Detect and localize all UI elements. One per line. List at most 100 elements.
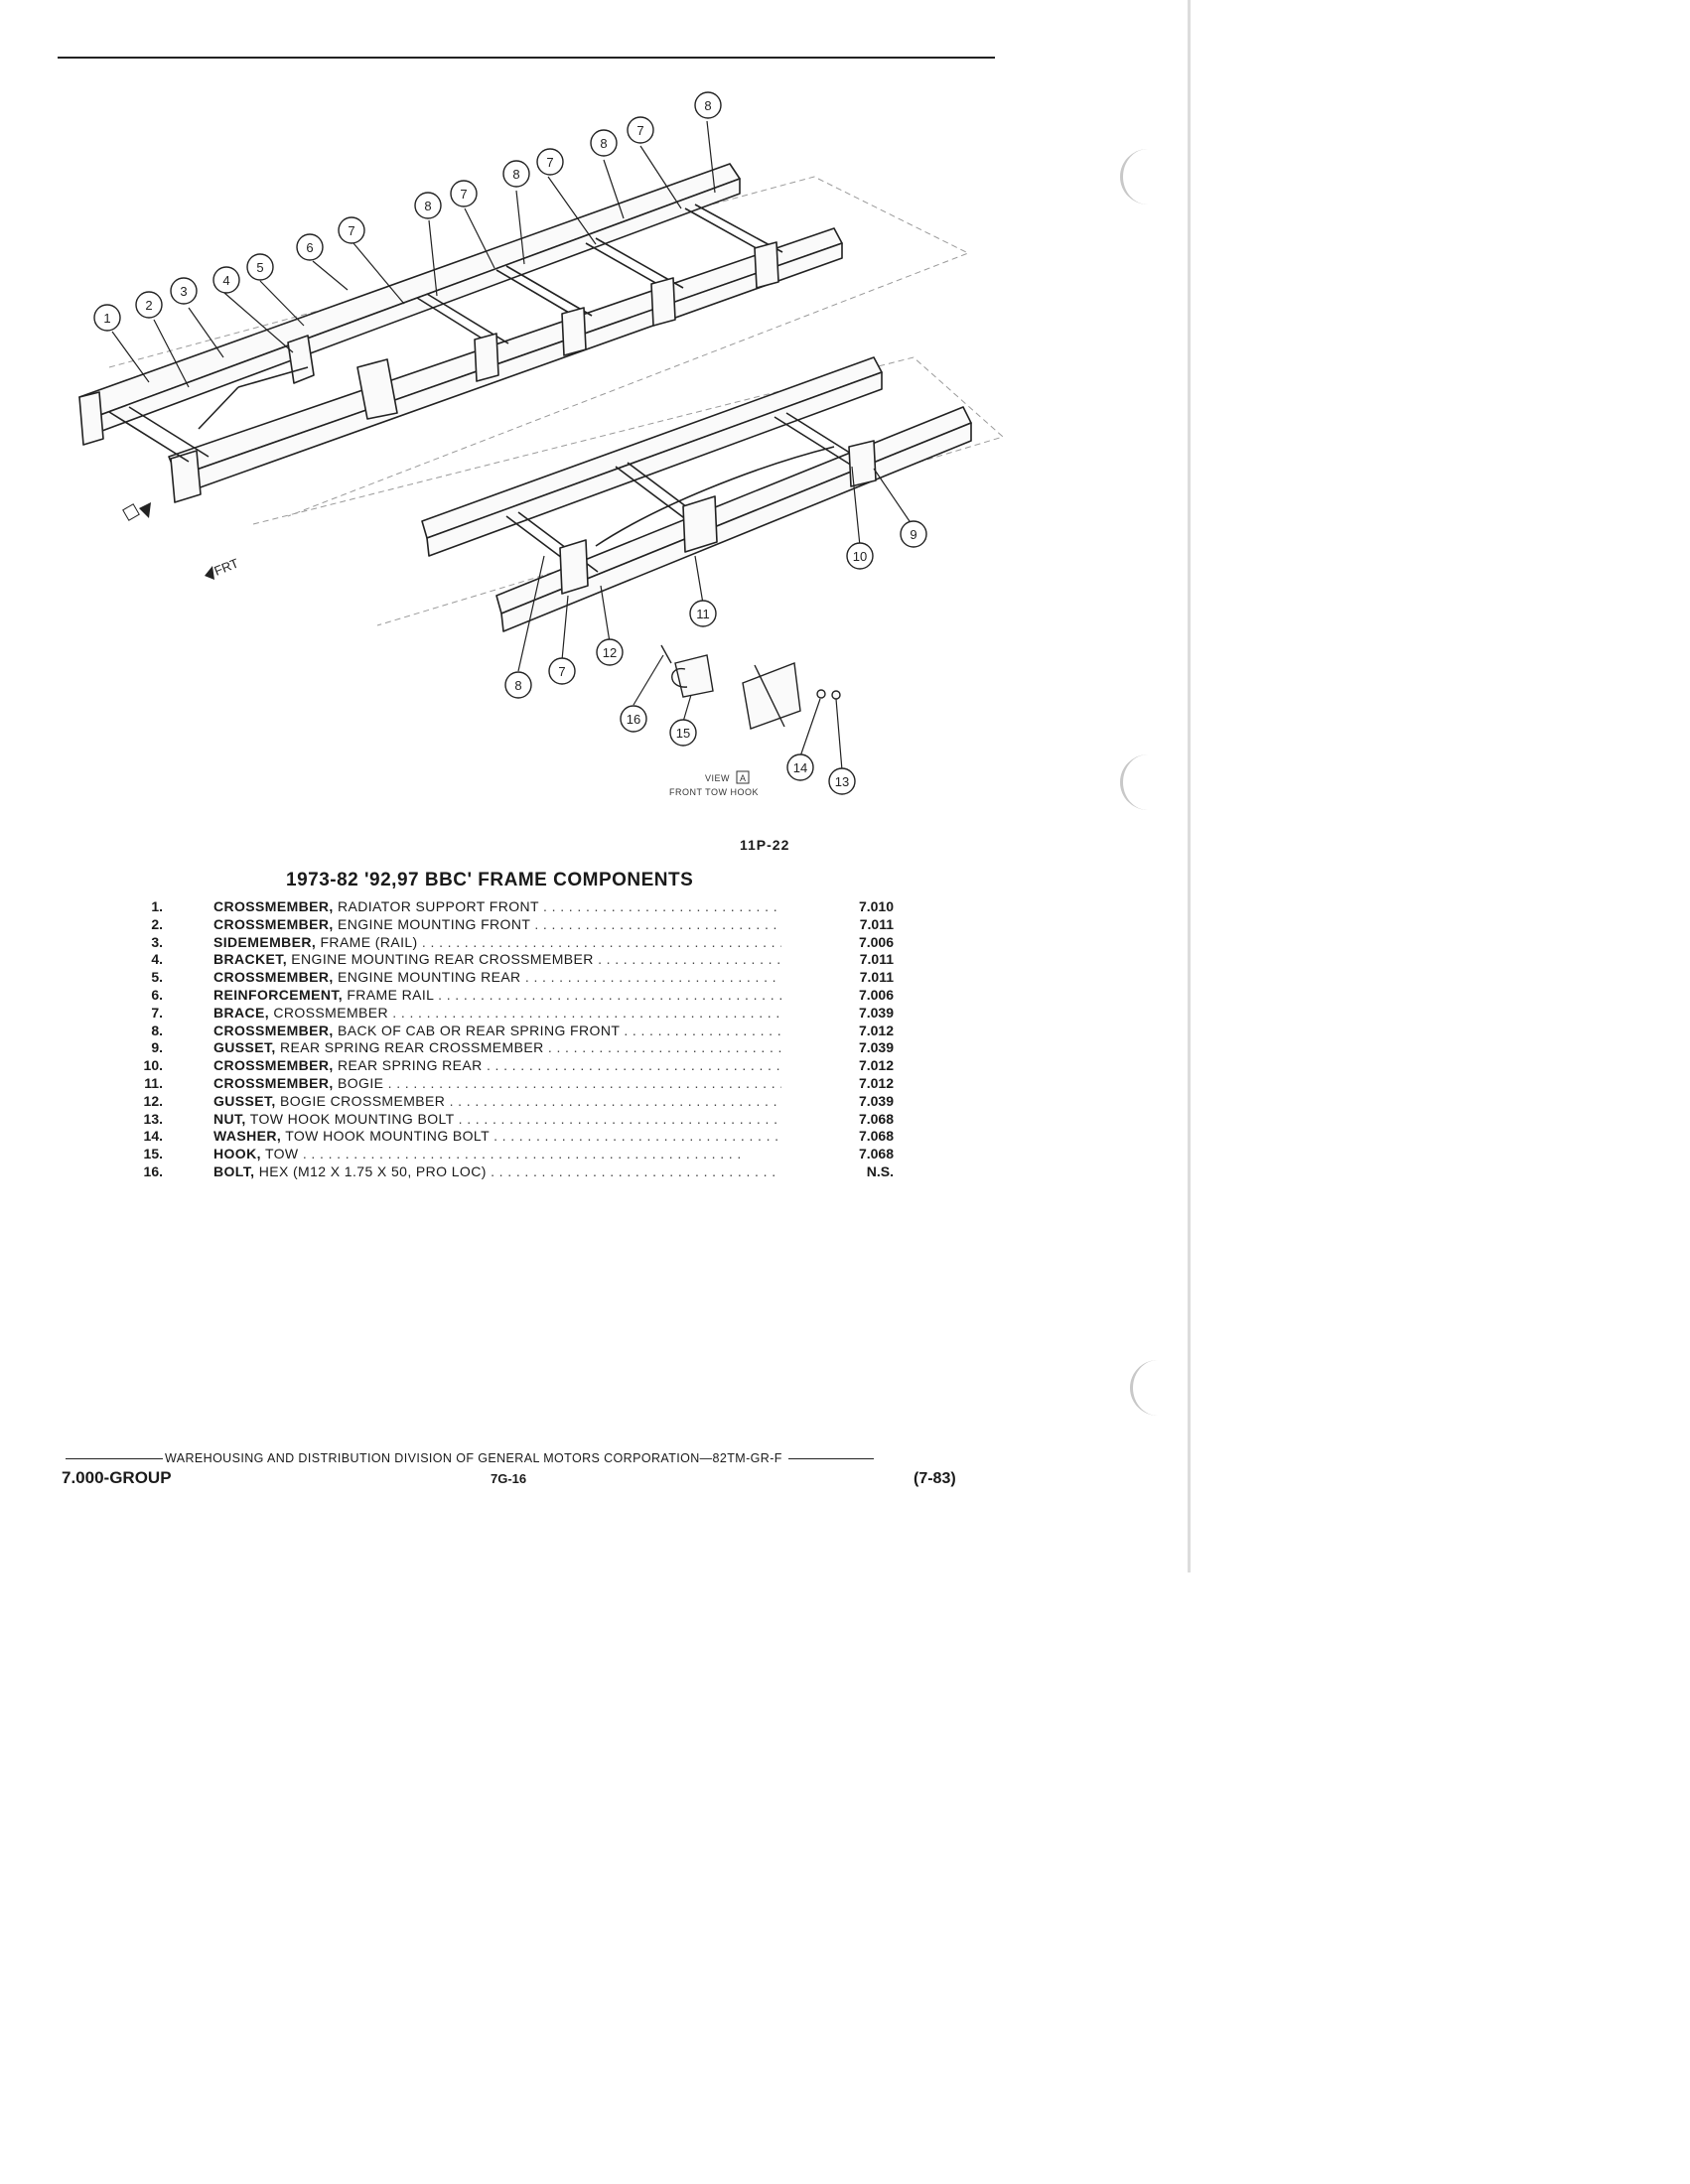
part-detail: BOGIE <box>338 1074 384 1091</box>
callout-num: 8 <box>514 678 521 693</box>
part-description: CROSSMEMBER, REAR SPRING REAR . . . . . … <box>213 1057 781 1075</box>
callout-7 <box>536 148 564 176</box>
part-row: 3.SIDEMEMBER, FRAME (RAIL) . . . . . . .… <box>119 934 894 952</box>
leader-dots: . . . . . . . . . . . . . . . . . . . . … <box>598 951 781 968</box>
part-reference: 7.039 <box>858 1092 894 1109</box>
part-row: 13.NUT, TOW HOOK MOUNTING BOLT . . . . .… <box>119 1111 894 1129</box>
part-row: 8.CROSSMEMBER, BACK OF CAB OR REAR SPRIN… <box>119 1023 894 1040</box>
part-reference: 7.039 <box>858 1004 894 1021</box>
callout-num: 7 <box>636 123 643 138</box>
part-name: CROSSMEMBER, <box>213 969 334 986</box>
front-arrow-icon <box>205 566 214 580</box>
leader-dots: . . . . . . . . . . . . . . . . . . . . … <box>421 933 781 950</box>
callout-5 <box>246 253 274 281</box>
callout-num: 8 <box>704 98 711 113</box>
callout-8 <box>504 671 532 699</box>
lower-frame <box>421 356 972 632</box>
part-row: 14.WASHER, TOW HOOK MOUNTING BOLT . . . … <box>119 1128 894 1146</box>
part-detail: TOW HOOK MOUNTING BOLT <box>285 1128 490 1145</box>
part-description: REINFORCEMENT, FRAME RAIL . . . . . . . … <box>213 987 781 1005</box>
part-reference: 7.006 <box>858 986 894 1003</box>
callout-num: 7 <box>348 223 354 238</box>
top-rule <box>58 57 995 59</box>
view-arrow-icon <box>139 502 151 518</box>
part-description: NUT, TOW HOOK MOUNTING BOLT . . . . . . … <box>213 1111 781 1129</box>
part-row: 10.CROSSMEMBER, REAR SPRING REAR . . . .… <box>119 1057 894 1075</box>
part-number: 1. <box>151 898 163 914</box>
part-name: CROSSMEMBER, <box>213 898 334 914</box>
part-description: CROSSMEMBER, BOGIE . . . . . . . . . . .… <box>213 1075 781 1093</box>
parts-list: 1.CROSSMEMBER, RADIATOR SUPPORT FRONT . … <box>119 898 894 1181</box>
part-name: CROSSMEMBER, <box>213 1022 334 1038</box>
callout-num: 8 <box>600 136 607 151</box>
leader-lines <box>111 120 915 771</box>
view-word: VIEW <box>705 773 730 783</box>
part-reference: 7.006 <box>858 933 894 950</box>
part-reference: 7.010 <box>858 898 894 914</box>
part-detail: BACK OF CAB OR REAR SPRING FRONT <box>338 1022 621 1038</box>
part-name: CROSSMEMBER, <box>213 1057 334 1074</box>
callout-num: 5 <box>256 260 263 275</box>
leader-dots: . . . . . . . . . . . . . . . . . . . . … <box>547 1039 781 1056</box>
part-description: SIDEMEMBER, FRAME (RAIL) . . . . . . . .… <box>213 934 781 952</box>
callout-num: 16 <box>627 712 640 727</box>
part-reference: 7.011 <box>859 915 894 932</box>
part-number: 2. <box>151 915 163 932</box>
part-detail: TOW HOOK MOUNTING BOLT <box>249 1110 455 1127</box>
part-row: 5.CROSSMEMBER, ENGINE MOUNTING REAR . . … <box>119 969 894 987</box>
part-row: 9.GUSSET, REAR SPRING REAR CROSSMEMBER .… <box>119 1039 894 1057</box>
part-name: CROSSMEMBER, <box>213 1074 334 1091</box>
part-description: BOLT, HEX (M12 X 1.75 X 50, PRO LOC) . .… <box>213 1163 781 1181</box>
binder-hole <box>1120 149 1151 205</box>
part-reference: 7.068 <box>858 1146 894 1162</box>
callout-8 <box>694 91 722 119</box>
front-label: FRT <box>212 555 241 578</box>
leader-dots: . . . . . . . . . . . . . . . . . . . . … <box>298 1146 742 1162</box>
part-row: 4. BRACKET, ENGINE MOUNTING REAR CROSSMEM… <box>119 951 894 969</box>
part-name: GUSSET, <box>213 1092 276 1109</box>
callout-7 <box>548 657 576 685</box>
leader-dots: . . . . . . . . . . . . . . . . . . . . … <box>524 969 781 986</box>
part-number: 9. <box>151 1039 163 1056</box>
part-detail: BOGIE CROSSMEMBER <box>280 1092 446 1109</box>
part-detail: ENGINE MOUNTING REAR CROSSMEMBER <box>291 951 594 968</box>
publisher-line: WAREHOUSING AND DISTRIBUTION DIVISION OF… <box>66 1451 971 1465</box>
part-row: 12.GUSSET, BOGIE CROSSMEMBER . . . . . .… <box>119 1093 894 1111</box>
part-name: NUT, <box>213 1110 246 1127</box>
callout-7 <box>450 180 478 207</box>
part-name: BOLT, <box>213 1162 255 1179</box>
callout-15 <box>669 719 697 747</box>
leader-dots: . . . . . . . . . . . . . . . . . . . . … <box>387 1074 781 1091</box>
direction-markers: FRT <box>122 502 241 580</box>
publisher-text: WAREHOUSING AND DISTRIBUTION DIVISION OF… <box>165 1451 782 1465</box>
callout-num: 3 <box>180 284 187 299</box>
part-number: 4. <box>151 951 163 968</box>
view-marker: A <box>740 773 747 783</box>
footer-rule <box>787 1457 874 1459</box>
part-reference: 7.011 <box>859 951 894 968</box>
callout-num: 8 <box>512 167 519 182</box>
callout-16 <box>620 705 647 733</box>
part-description: CROSSMEMBER, ENGINE MOUNTING REAR . . . … <box>213 969 781 987</box>
view-caption: VIEW A FRONT TOW HOOK <box>669 770 759 797</box>
callout-12 <box>596 638 624 666</box>
footer-rule <box>66 1457 163 1459</box>
part-detail: HEX (M12 X 1.75 X 50, PRO LOC) <box>258 1162 487 1179</box>
binder-hole <box>1120 754 1151 810</box>
figure-code: 11P-22 <box>740 837 790 853</box>
callout-num: 2 <box>145 298 152 313</box>
part-reference: N.S. <box>866 1162 894 1179</box>
part-reference: 7.039 <box>858 1039 894 1056</box>
part-row: 1.CROSSMEMBER, RADIATOR SUPPORT FRONT . … <box>119 898 894 916</box>
part-row: 6.REINFORCEMENT, FRAME RAIL . . . . . . … <box>119 987 894 1005</box>
callout-3 <box>170 277 198 305</box>
part-description: BRACKET, ENGINE MOUNTING REAR CROSSMEMBE… <box>213 951 781 969</box>
view-caption-text: FRONT TOW HOOK <box>669 787 759 797</box>
part-row: 15.HOOK, TOW . . . . . . . . . . . . . .… <box>119 1146 894 1163</box>
frame-exploded-diagram: FRT <box>78 91 1005 797</box>
callout-num: 4 <box>222 273 229 288</box>
part-number: 12. <box>143 1092 163 1109</box>
callout-14 <box>786 753 814 781</box>
part-detail: FRAME RAIL <box>347 986 434 1003</box>
part-name: SIDEMEMBER, <box>213 933 317 950</box>
